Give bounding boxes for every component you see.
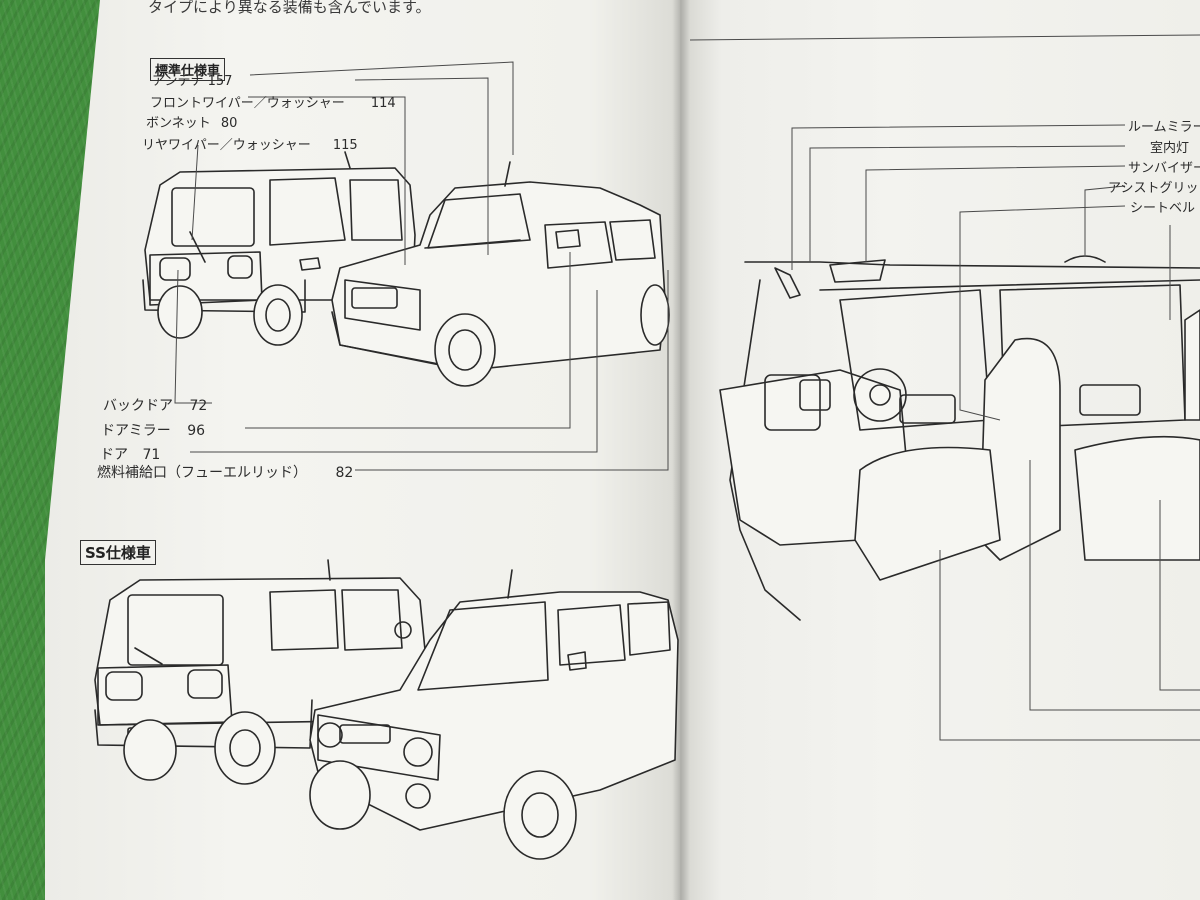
callout-label: ボンネット <box>146 116 211 131</box>
standard-car-front-illustration <box>331 161 670 387</box>
callout-front-wiper: フロントワイパー／ウォッシャー 114 <box>150 92 396 111</box>
callout-lines <box>174 34 1200 741</box>
callout-label: ドアミラー <box>101 423 171 439</box>
ss-car-rear-illustration <box>94 559 426 785</box>
callout-bonnet: ボンネット 80 <box>146 112 237 131</box>
callout-label: 燃料補給口（フューエルリッド） <box>97 465 307 481</box>
callout-label: バックドア <box>103 398 173 414</box>
callout-antenna: アンテナ 157 <box>152 70 232 89</box>
callout-label: アンテナ <box>152 74 204 89</box>
callout-fuel-lid: 燃料補給口（フューエルリッド） 82 <box>97 462 353 482</box>
callout-seatbelt: シートベル <box>1130 201 1196 216</box>
callout-page: 114 <box>370 96 396 111</box>
callout-page: 82 <box>335 465 354 481</box>
callout-door-mirror: ドアミラー 96 <box>101 420 205 440</box>
callout-label: ドア <box>100 447 128 463</box>
callout-assist-grip: アシストグリップ <box>1108 181 1200 196</box>
callout-sun-visor: サンバイザー <box>1128 161 1200 176</box>
page-intro-text: タイプにより異なる装備も含んでいます。 <box>148 0 431 16</box>
callout-room-lamp: 室内灯 <box>1150 141 1190 156</box>
callout-page: 80 <box>220 116 238 131</box>
callout-page: 72 <box>189 398 208 414</box>
callout-door: ドア 71 <box>100 444 160 464</box>
callout-back-door: バックドア 72 <box>103 395 207 415</box>
ss-car-front-illustration <box>309 569 679 860</box>
callout-page: 96 <box>187 423 206 439</box>
callout-rear-wiper: リヤワイパー／ウォッシャー 115 <box>142 134 358 153</box>
standard-model-heading: 標準仕様車 <box>150 58 226 81</box>
interior-illustration <box>719 255 1200 621</box>
ss-model-heading: SS仕様車 <box>80 540 156 565</box>
callout-page: 71 <box>142 447 161 463</box>
callout-page: 115 <box>332 138 358 153</box>
callout-room-mirror: ルームミラー <box>1128 120 1200 135</box>
callout-page: 157 <box>207 74 233 89</box>
callout-label: リヤワイパー／ウォッシャー <box>142 138 311 153</box>
callout-label: フロントワイパー／ウォッシャー <box>150 96 345 111</box>
